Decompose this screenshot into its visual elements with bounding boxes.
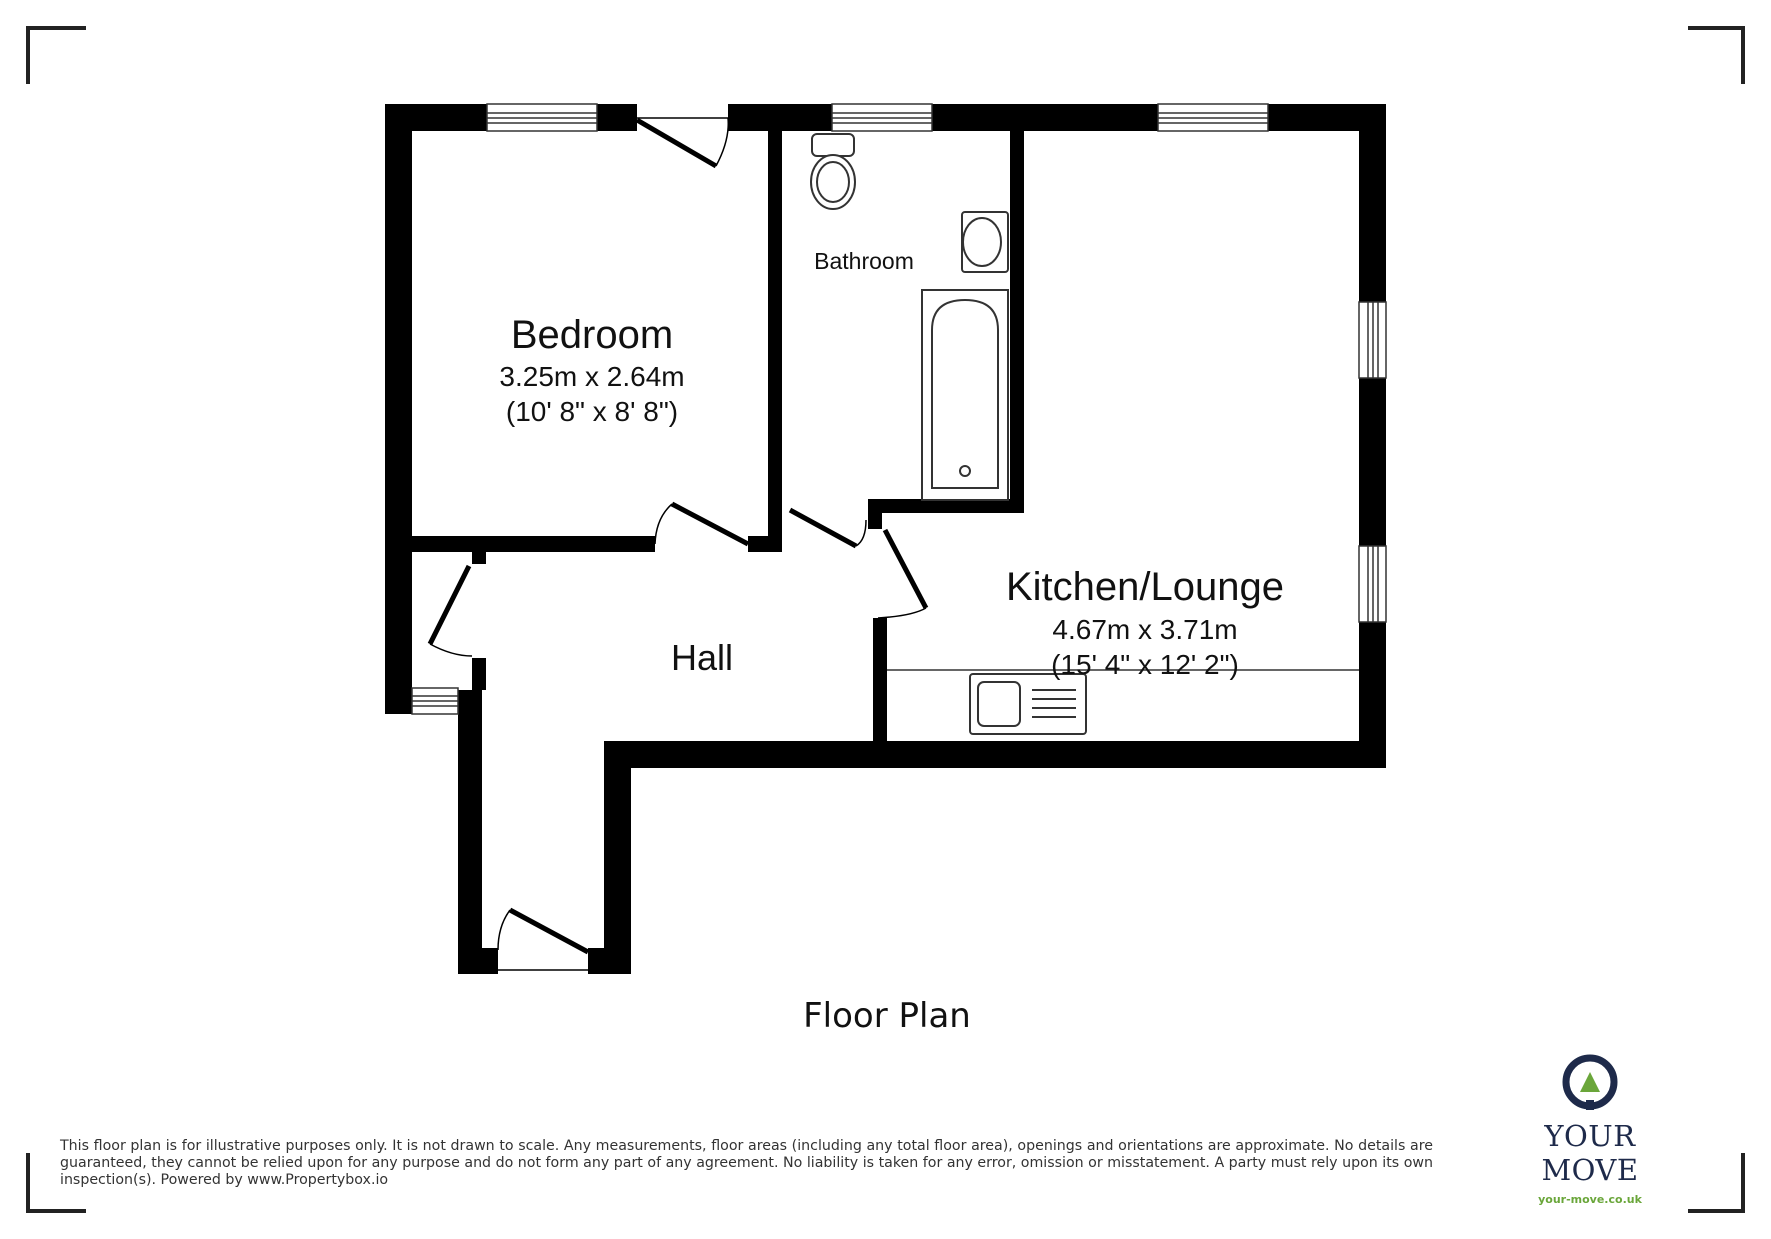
window-kitchen-top xyxy=(1157,103,1269,132)
logo-name: YOUR MOVE xyxy=(1541,1119,1639,1187)
door-entrance xyxy=(497,907,590,971)
door-bathroom xyxy=(788,507,867,549)
window-bedroom-top xyxy=(486,103,598,132)
walls xyxy=(385,104,1386,974)
disclaimer-text: This floor plan is for illustrative purp… xyxy=(60,1138,1433,1188)
bedroom-size-m: 3.25m x 2.64m xyxy=(499,361,684,392)
window-hall-left xyxy=(411,687,459,715)
door-bedroom-hall xyxy=(654,501,750,547)
doors xyxy=(427,117,929,971)
hall-name: Hall xyxy=(671,637,733,678)
window-bathroom-top xyxy=(831,103,933,132)
logo-mark-icon xyxy=(1562,1054,1618,1110)
window-kitchen-right-upper xyxy=(1358,301,1387,379)
bedroom-name: Bedroom xyxy=(511,313,673,357)
toilet-icon xyxy=(810,133,856,210)
logo-url: your-move.co.uk xyxy=(1538,1193,1642,1206)
door-hall-left xyxy=(427,564,473,657)
kitchen-lounge-name: Kitchen/Lounge xyxy=(1006,565,1284,609)
crop-marks xyxy=(26,26,1745,1213)
bath-icon xyxy=(921,289,1009,501)
fixtures xyxy=(810,133,1359,735)
bedroom-size-ft: (10' 8" x 8' 8") xyxy=(506,396,678,427)
room-labels: Bedroom 3.25m x 2.64m (10' 8" x 8' 8") B… xyxy=(499,248,1284,680)
your-move-logo: YOUR MOVE your-move.co.uk xyxy=(1500,1052,1680,1206)
sink-icon xyxy=(969,673,1087,735)
kitchen-lounge-size-m: 4.67m x 3.71m xyxy=(1052,614,1237,645)
plan-title: Floor Plan xyxy=(803,996,971,1036)
windows xyxy=(411,103,1387,715)
door-kitchen xyxy=(877,528,929,619)
kitchen-lounge-size-ft: (15' 4" x 12' 2") xyxy=(1051,649,1239,680)
window-kitchen-right-lower xyxy=(1358,545,1387,623)
bathroom-name: Bathroom xyxy=(814,248,914,274)
door-bedroom-top xyxy=(635,117,729,169)
basin-icon xyxy=(961,211,1009,273)
